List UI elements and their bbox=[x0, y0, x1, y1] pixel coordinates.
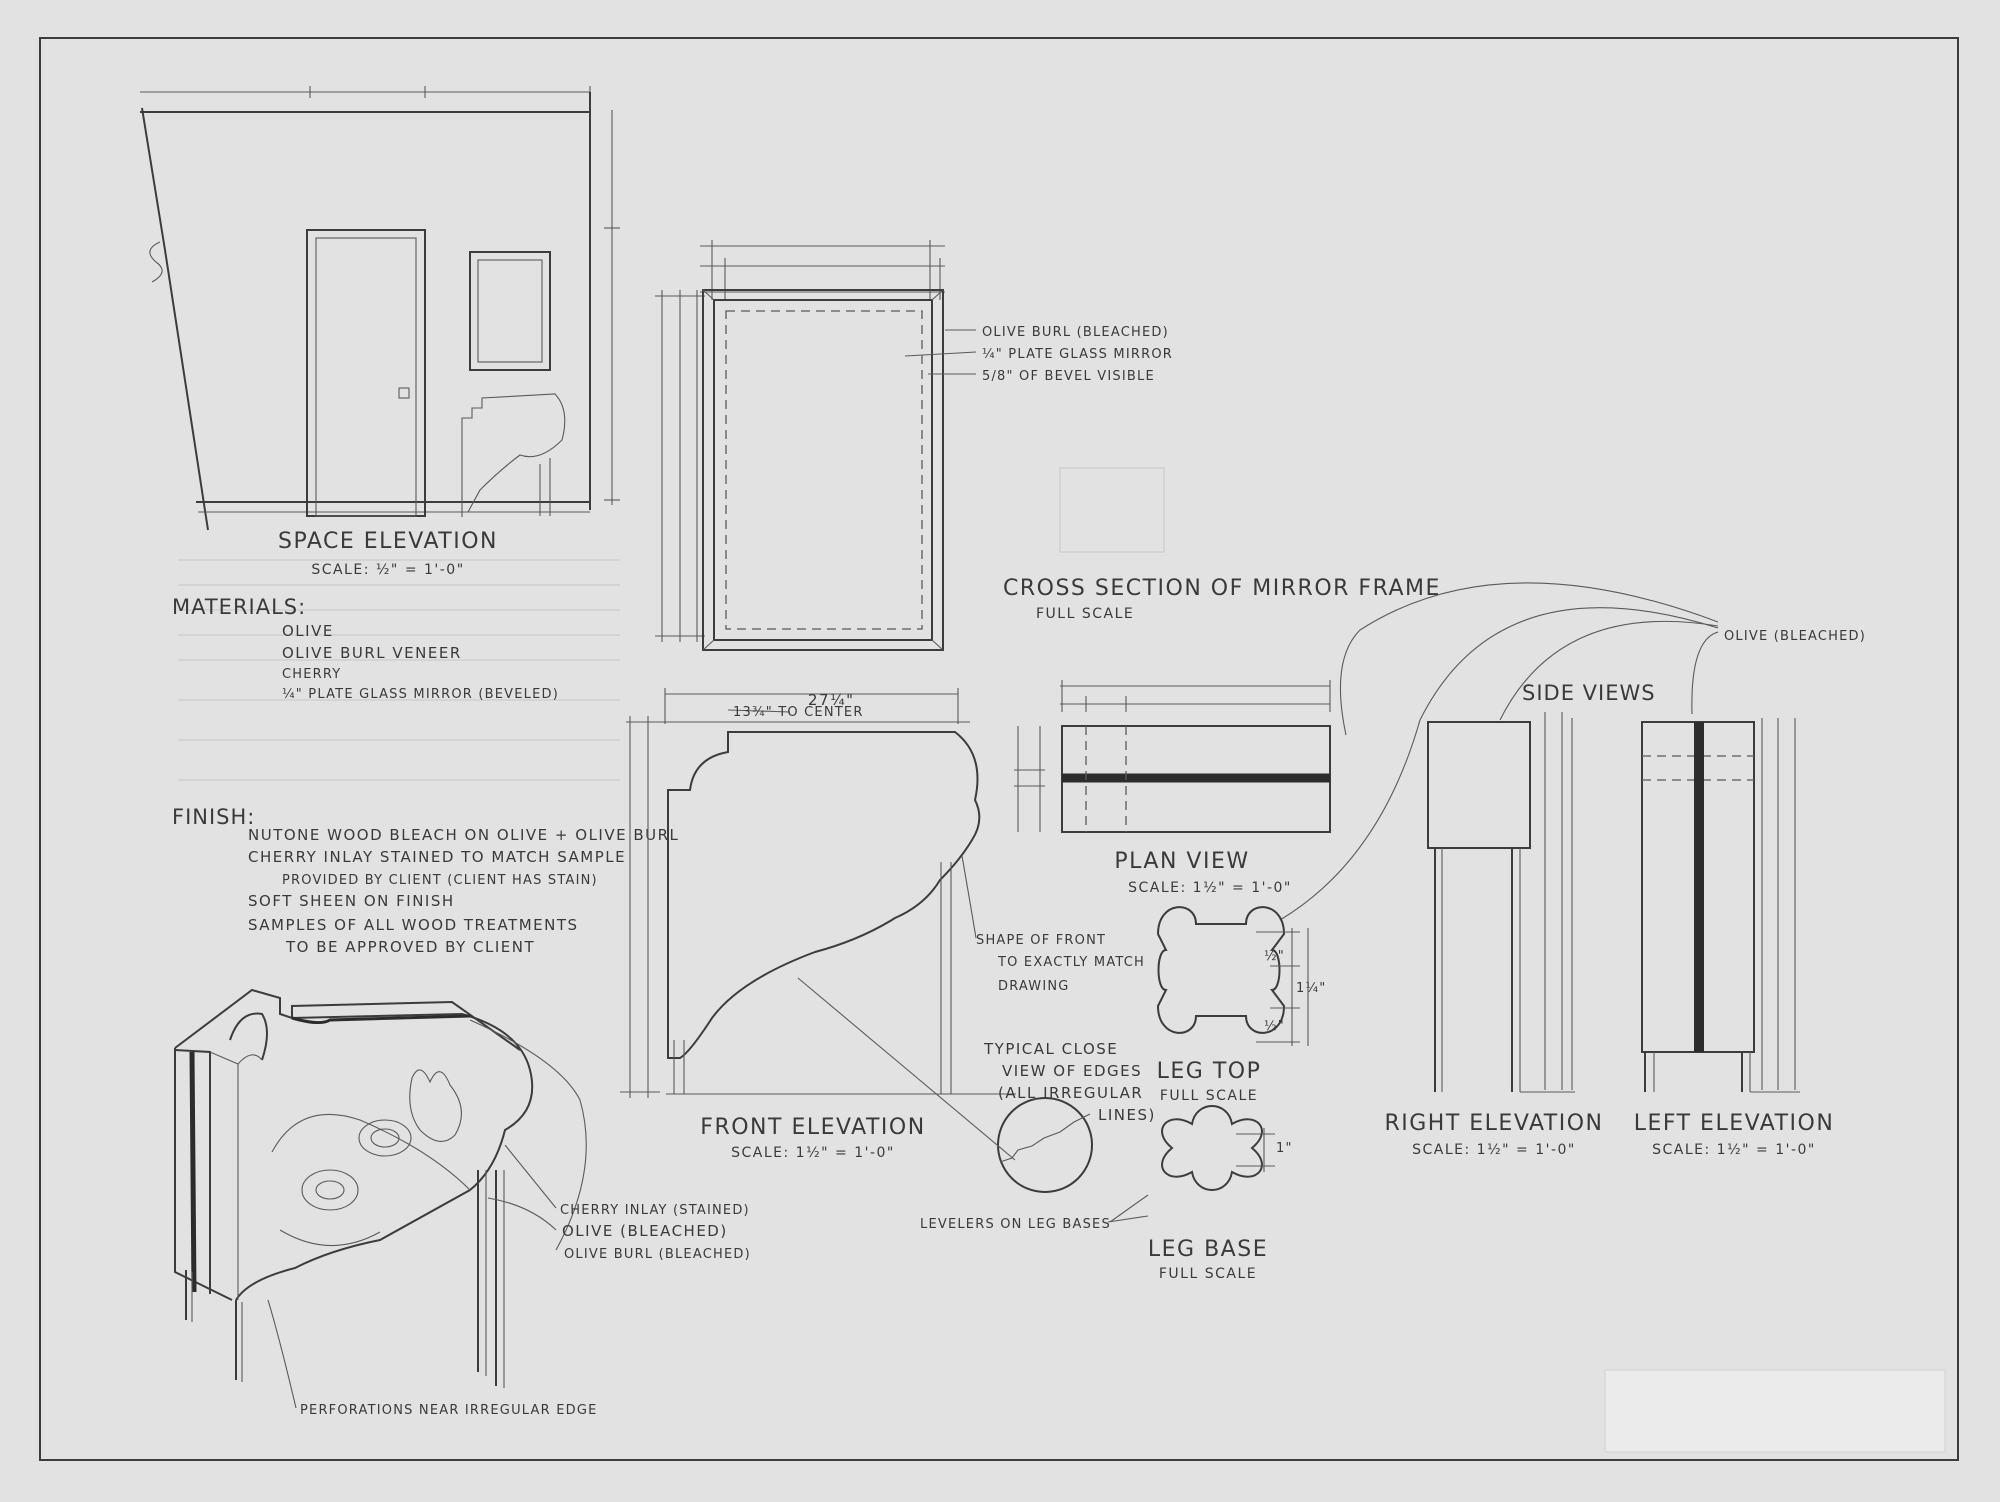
leg-top-dim: ½" bbox=[1264, 1019, 1285, 1034]
finish-heading: FINISH: bbox=[172, 805, 255, 829]
material-item: OLIVE BURL VENEER bbox=[282, 644, 462, 662]
side-views-heading: SIDE VIEWS bbox=[1522, 681, 1656, 705]
plan-view-scale: SCALE: 1½" = 1'-0" bbox=[1128, 880, 1292, 896]
leg-base-title: LEG BASE bbox=[1148, 1237, 1268, 1262]
olive-bleached-leaders bbox=[1279, 582, 1719, 921]
finish-line: CHERRY INLAY STAINED TO MATCH SAMPLE bbox=[248, 848, 626, 866]
front-elevation-title: FRONT ELEVATION bbox=[700, 1115, 925, 1140]
title-block bbox=[1604, 1369, 1946, 1453]
material-item: ¼" PLATE GLASS MIRROR (BEVELED) bbox=[282, 687, 559, 702]
front-shape-note-leader bbox=[961, 855, 977, 939]
plan-view-title: PLAN VIEW bbox=[1114, 849, 1249, 874]
right-elevation-scale: SCALE: 1½" = 1'-0" bbox=[1412, 1142, 1576, 1158]
space-elevation-scale: SCALE: ½" = 1'-0" bbox=[311, 562, 464, 578]
leg-top-dim: ½" bbox=[1264, 949, 1285, 964]
space-elevation-title: SPACE ELEVATION bbox=[278, 529, 498, 554]
front-shape-note-line: TO EXACTLY MATCH bbox=[997, 955, 1145, 970]
edges-note-line: (ALL IRREGULAR bbox=[998, 1084, 1143, 1102]
edges-note-line: VIEW OF EDGES bbox=[1002, 1062, 1142, 1080]
leg-base-drawing bbox=[1107, 1105, 1275, 1223]
leg-top-title: LEG TOP bbox=[1157, 1059, 1262, 1084]
isometric-callout: OLIVE BURL (BLEACHED) bbox=[564, 1247, 751, 1262]
finish-notes: NUTONE WOOD BLEACH ON OLIVE + OLIVE BURL… bbox=[248, 826, 679, 956]
leg-top-scale: FULL SCALE bbox=[1160, 1088, 1258, 1104]
plan-view-drawing bbox=[1014, 680, 1331, 833]
finish-line: SOFT SHEEN ON FINISH bbox=[248, 892, 455, 910]
leg-top-dim: 1¼" bbox=[1296, 981, 1326, 996]
front-center-dim: 13¾" TO CENTER bbox=[733, 705, 864, 720]
mirror-callout: 5/8" OF BEVEL VISIBLE bbox=[982, 369, 1155, 384]
left-elevation-scale: SCALE: 1½" = 1'-0" bbox=[1652, 1142, 1816, 1158]
material-item: CHERRY bbox=[282, 667, 341, 682]
mirror-callout: ¼" PLATE GLASS MIRROR bbox=[982, 347, 1173, 362]
mirror-elevation-drawing bbox=[655, 240, 945, 651]
isometric-callout-leaders bbox=[267, 1019, 587, 1409]
leg-base-dim: 1" bbox=[1276, 1141, 1293, 1156]
side-views-callout: OLIVE (BLEACHED) bbox=[1724, 629, 1866, 644]
cross-section-scale: FULL SCALE bbox=[1036, 606, 1134, 622]
leg-base-scale: FULL SCALE bbox=[1159, 1266, 1257, 1282]
faint-guide-lines bbox=[178, 467, 1165, 781]
left-elevation-title: LEFT ELEVATION bbox=[1634, 1111, 1835, 1136]
edges-note-line: LINES) bbox=[1098, 1106, 1156, 1124]
front-shape-note-line: DRAWING bbox=[998, 979, 1070, 994]
levelers-note: LEVELERS ON LEG BASES bbox=[920, 1217, 1111, 1232]
mirror-callout-leaders bbox=[904, 329, 977, 375]
right-elevation-title: RIGHT ELEVATION bbox=[1384, 1111, 1603, 1136]
right-elevation-drawing bbox=[1427, 712, 1575, 1093]
isometric-callout: CHERRY INLAY (STAINED) bbox=[560, 1203, 750, 1218]
sheet-border bbox=[39, 37, 1959, 1461]
cross-section-title: CROSS SECTION OF MIRROR FRAME bbox=[1003, 576, 1441, 601]
front-elevation-scale: SCALE: 1½" = 1'-0" bbox=[731, 1145, 895, 1161]
space-elevation-drawing bbox=[140, 86, 620, 531]
finish-line: SAMPLES OF ALL WOOD TREATMENTS bbox=[248, 916, 579, 934]
perforations-note: PERFORATIONS NEAR IRREGULAR EDGE bbox=[300, 1403, 598, 1418]
isometric-callout: OLIVE (BLEACHED) bbox=[562, 1222, 728, 1240]
mirror-callout: OLIVE BURL (BLEACHED) bbox=[982, 325, 1169, 340]
materials-heading: MATERIALS: bbox=[172, 595, 306, 619]
edges-detail-drawing bbox=[797, 977, 1093, 1193]
leg-top-drawing bbox=[1156, 906, 1309, 1046]
materials-list: OLIVE OLIVE BURL VENEER CHERRY ¼" PLATE … bbox=[282, 622, 559, 702]
finish-line: TO BE APPROVED BY CLIENT bbox=[285, 938, 535, 956]
front-shape-note-line: SHAPE OF FRONT bbox=[976, 933, 1106, 948]
finish-line: PROVIDED BY CLIENT (CLIENT HAS STAIN) bbox=[282, 873, 598, 888]
isometric-view-drawing bbox=[174, 988, 534, 1388]
edges-note-line: TYPICAL CLOSE bbox=[983, 1040, 1118, 1058]
front-width-dim: 27¼" bbox=[808, 691, 855, 709]
material-item: OLIVE bbox=[282, 622, 334, 640]
front-elevation-drawing bbox=[620, 688, 1016, 1098]
left-elevation-drawing bbox=[1641, 718, 1800, 1093]
finish-line: NUTONE WOOD BLEACH ON OLIVE + OLIVE BURL bbox=[248, 826, 679, 844]
